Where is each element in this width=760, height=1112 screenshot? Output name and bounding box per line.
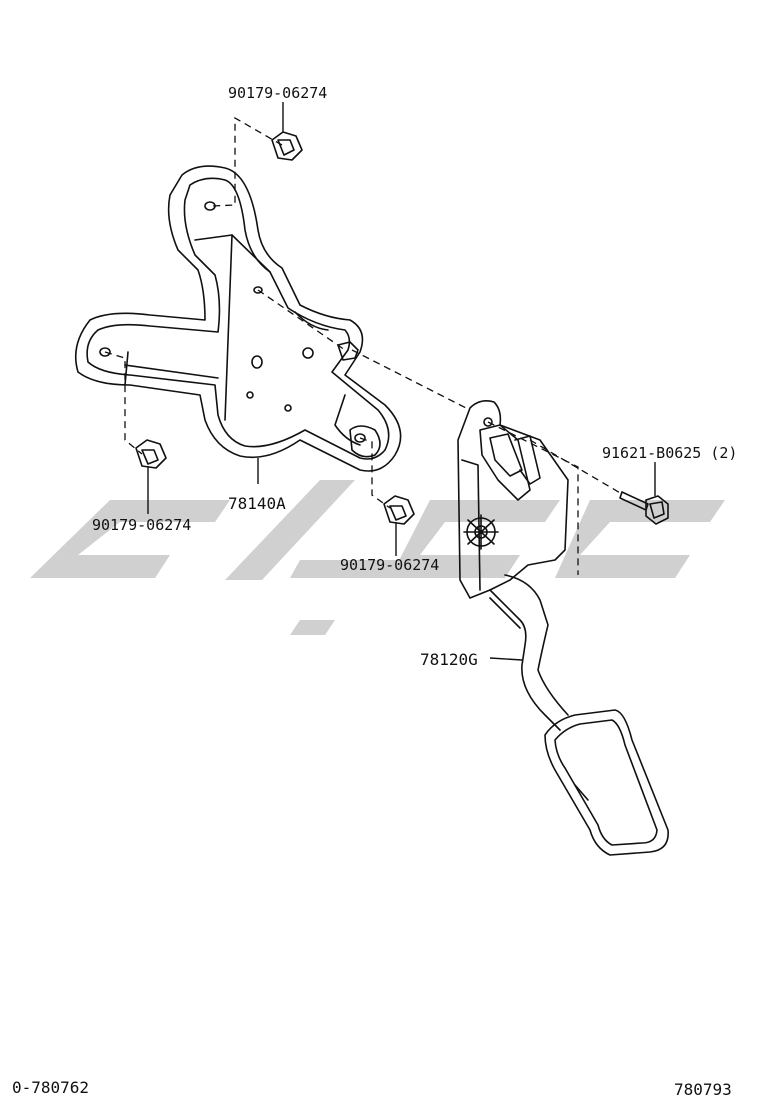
- leader-lines: [147, 102, 656, 661]
- label-bolt-right: 91621-B0625 (2): [602, 444, 738, 462]
- nut-top-icon: [271, 131, 303, 161]
- bolt-right-icon: [619, 491, 669, 525]
- footer-left-code: 0-780762: [12, 1078, 90, 1097]
- label-nut-left: 90179-06274: [92, 516, 192, 534]
- label-bracket: 78140A: [228, 494, 286, 513]
- assembly-dashed-lines: [104, 116, 623, 575]
- nut-mid-icon: [383, 495, 415, 525]
- label-pedal: 78120G: [420, 650, 478, 669]
- nut-left-icon: [135, 439, 167, 469]
- pedal-assembly-78120g: [457, 400, 669, 856]
- watermark-logo: [30, 480, 725, 635]
- label-nut-mid: 90179-06274: [340, 556, 440, 574]
- label-nut-top: 90179-06274: [228, 84, 328, 102]
- footer-right-code: 780793: [674, 1080, 732, 1099]
